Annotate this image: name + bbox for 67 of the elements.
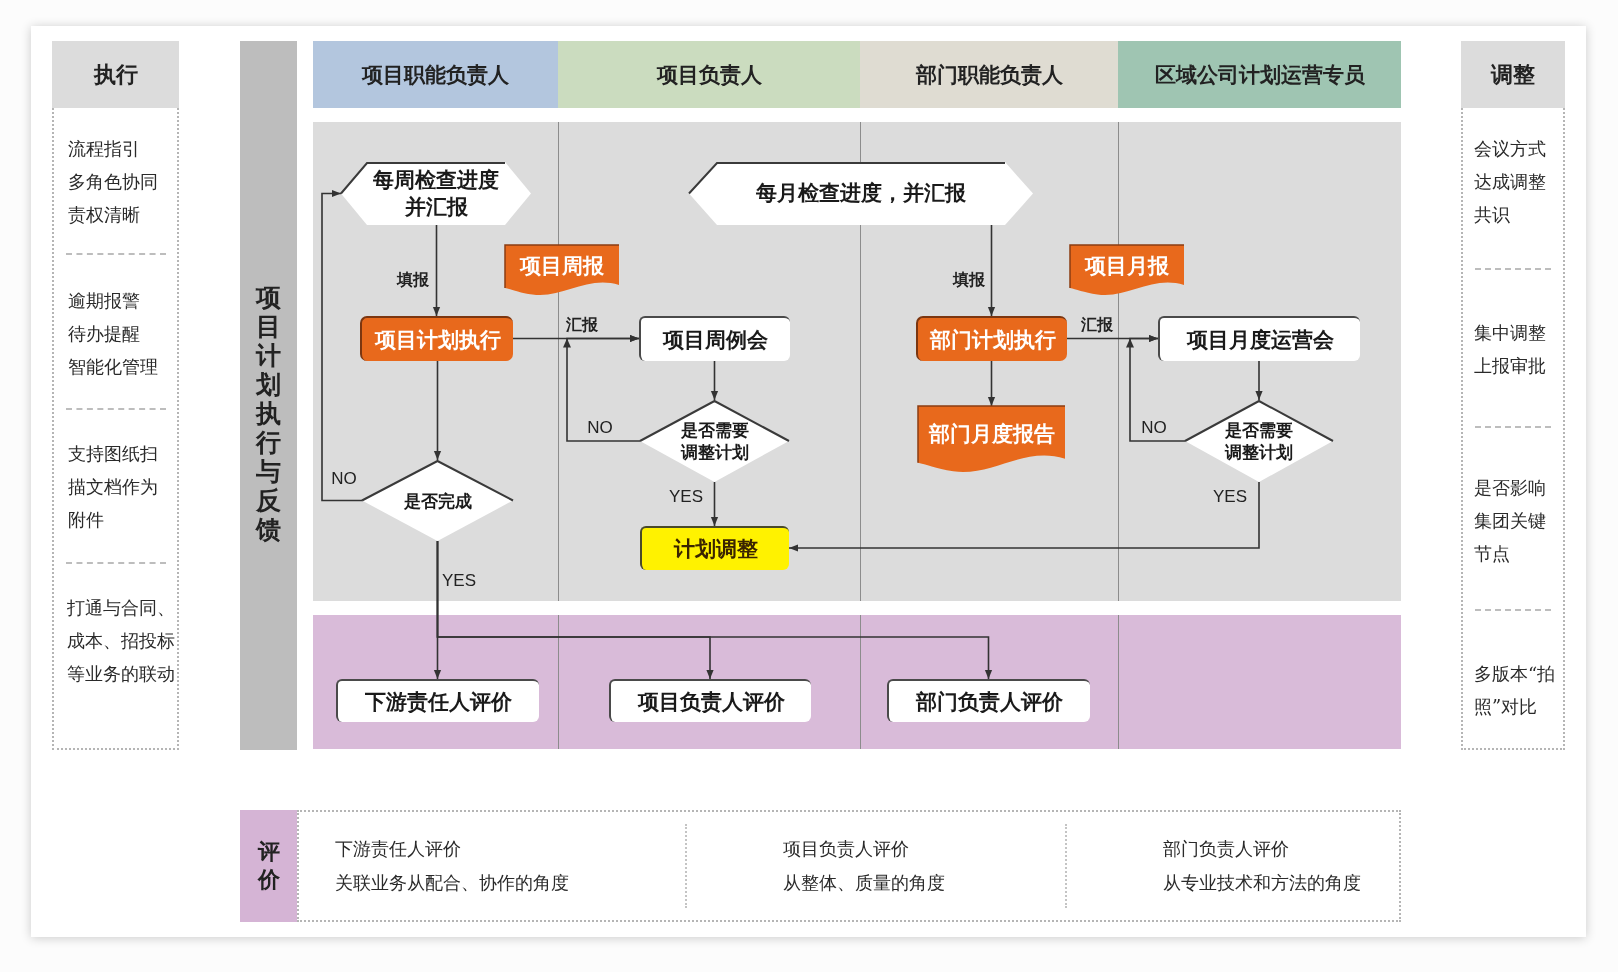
process-box: 项目月度运营会 [1158,316,1360,361]
decision-diamond: 是否需要调整计划 [640,400,789,482]
document-shape: 项目月报 [1070,245,1184,295]
column-header: 调整 [1461,41,1565,108]
note-text: 智能化管理 [68,355,159,379]
note-text: 部门负责人评价 [1163,837,1289,861]
process-box: 项目周例会 [639,316,790,361]
process-box: 部门计划执行 [916,316,1067,361]
hexagon-box: 每月检查进度，并汇报 [689,162,1033,225]
arrow [432,224,441,317]
arrow [710,360,719,401]
document-shape: 项目周报 [505,245,619,295]
arrow [710,481,719,527]
edge-label: 汇报 [566,314,598,336]
lane-header: 区域公司计划运营专员 [1118,41,1401,108]
side-band: 评价 [240,810,297,922]
arrow [433,360,442,461]
note-text: 待办提醒 [68,322,141,346]
column-header: 执行 [52,41,179,108]
note-text: 多角色协同 [68,170,159,194]
hexagon-box: 每周检查进度并汇报 [341,162,531,225]
arrow [1255,360,1263,401]
note-text: 从整体、质量的角度 [783,871,945,895]
arrow [1126,334,1186,442]
edge-label: YES [1213,487,1247,507]
lane-header: 项目职能负责人 [313,41,558,108]
text-panel [297,810,1401,922]
text-panel [52,41,179,750]
note-text: 集中调整上报审批 [1474,321,1547,378]
arrow [788,481,1260,552]
note-text: 从专业技术和方法的角度 [1163,871,1361,895]
edge-label: 填报 [953,269,985,291]
process-box: 部门负责人评价 [887,679,1090,722]
arrow [987,360,996,407]
edge-label: 汇报 [1081,314,1113,336]
note-text: 责权清晰 [68,203,141,227]
edge-label: YES [442,571,476,591]
note-text: 逾期报警 [68,289,141,313]
edge-label: NO [331,469,357,489]
lane-header: 项目负责人 [558,41,860,108]
note-text: 支持图纸扫描文档作为附件 [68,442,159,532]
note-text: 是否影响集团关键节点 [1474,476,1547,566]
process-box: 计划调整 [640,526,789,570]
note-text: 多版本“拍照”对比 [1474,662,1557,719]
note-text: 关联业务从配合、协作的角度 [335,871,569,895]
arrow [987,224,996,317]
edge-label: 填报 [397,269,429,291]
decision-diamond: 是否需要调整计划 [1185,400,1333,482]
text-panel [1461,41,1565,750]
edge-label: NO [1141,418,1167,438]
process-box: 项目计划执行 [360,316,513,361]
document-shape: 部门月度报告 [918,406,1065,472]
note-text: 项目负责人评价 [783,837,909,861]
note-text: 打通与合同、成本、招投标等业务的联动 [67,596,176,686]
edge-label: YES [669,487,703,507]
note-text: 流程指引 [68,137,141,161]
lane-header: 部门职能负责人 [860,41,1118,108]
arrow [321,189,363,502]
note-text: 会议方式达成调整共识 [1474,137,1547,227]
edge-label: NO [587,418,613,438]
arrow [563,334,641,442]
note-text: 下游责任人评价 [335,837,461,861]
decision-diamond: 是否完成 [362,460,513,541]
process-box: 项目负责人评价 [609,679,811,722]
arrow [436,540,993,680]
side-band: 项目计划执行与反馈 [240,41,297,750]
process-box: 下游责任人评价 [336,679,539,722]
